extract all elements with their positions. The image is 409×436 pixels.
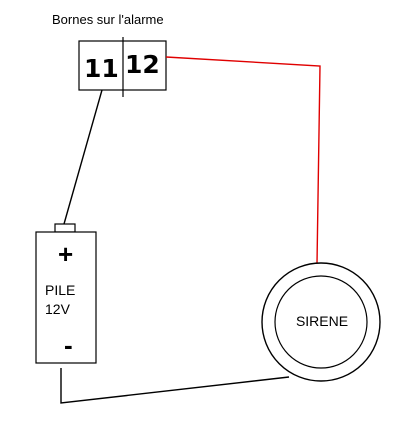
battery-label-line1: PILE [45,282,75,298]
black-wire-terminal-to-battery [63,89,103,225]
siren-label: SIRENE [296,313,348,329]
terminal-block: 11 12 [78,37,167,97]
battery-label-line2: 12V [45,301,71,317]
black-wire-battery-to-siren [60,368,290,404]
battery-positive-symbol: + [58,239,73,269]
battery: + PILE 12V - [35,223,97,364]
siren: SIRENE [261,262,381,382]
terminal-12-label: 12 [125,50,160,79]
red-wire [165,56,321,265]
siren-inner-ring [274,275,368,369]
battery-body [35,231,97,364]
terminal-11-label: 11 [84,54,119,83]
terminal-block-caption: Bornes sur l'alarme [52,12,164,27]
battery-negative-symbol: - [64,330,73,360]
battery-cap [54,223,76,233]
